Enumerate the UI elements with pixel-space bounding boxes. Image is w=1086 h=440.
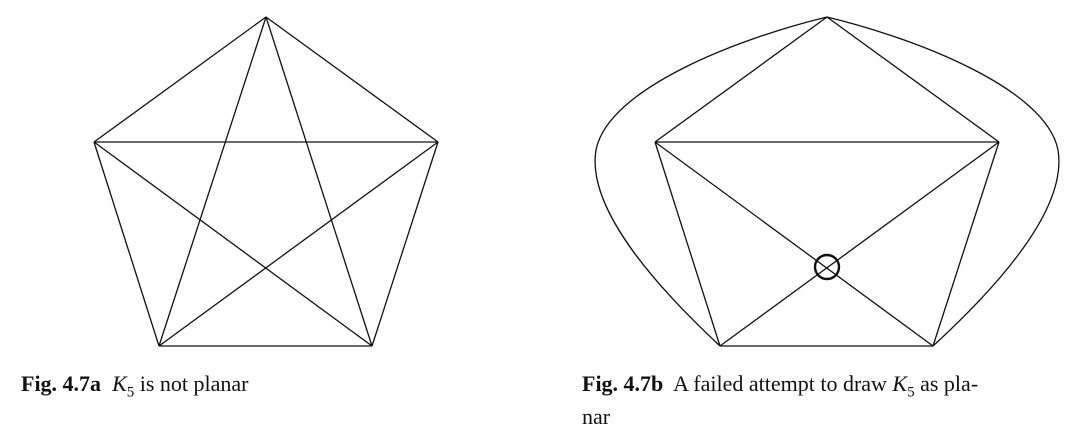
edge-crossing-marker	[813, 253, 841, 281]
caption-text-before: A failed attempt to draw	[673, 371, 887, 396]
attempt-edge-top-right	[826, 16, 1000, 143]
k5-edge-top-bottomright	[265, 16, 373, 347]
caption-text: is not planar	[139, 371, 249, 396]
graph-subscript: 5	[126, 384, 135, 401]
graph-subscript: 5	[907, 384, 915, 401]
attempt-edge-right-bottomright	[932, 141, 1000, 347]
figure-4-7b-caption: Fig. 4.7b A failed attempt to draw K5 as…	[582, 367, 1072, 433]
attempt-curved-edge-top-bottomleft	[594, 16, 828, 347]
k5-edge-left-bottomleft	[93, 141, 160, 347]
figure-4-7b-graph	[594, 16, 1060, 347]
k5-edge-top-left	[93, 16, 267, 143]
k5-symbol: K5	[112, 371, 134, 400]
caption-text-after-line-1: as pla-	[920, 371, 979, 396]
figure-4-7b-label: Fig. 4.7b	[582, 371, 664, 396]
k5-edge-right-bottomright	[371, 141, 439, 347]
attempt-edge-left-bottomright	[654, 141, 934, 347]
attempt-curved-edge-top-bottomright	[826, 16, 1060, 347]
graph-letter: K	[892, 371, 908, 396]
k5-edge-right-bottomleft	[158, 141, 439, 347]
attempt-edge-top-left	[654, 16, 828, 143]
figure-4-7a-caption: Fig. 4.7a K5 is not planar	[21, 367, 521, 400]
attempt-edge-left-bottomleft	[654, 141, 721, 347]
k5-edge-top-bottomleft	[158, 16, 267, 347]
figure-4-7a-graph	[93, 16, 439, 347]
figure-4-7a-label: Fig. 4.7a	[21, 371, 102, 396]
k5-symbol: K5	[892, 371, 914, 400]
k5-edge-top-right	[265, 16, 439, 143]
graph-letter: K	[112, 371, 127, 396]
attempt-edge-right-bottomleft	[719, 141, 1000, 347]
caption-text-after-line-2: nar	[582, 404, 611, 429]
k5-edge-left-bottomright	[93, 141, 373, 347]
